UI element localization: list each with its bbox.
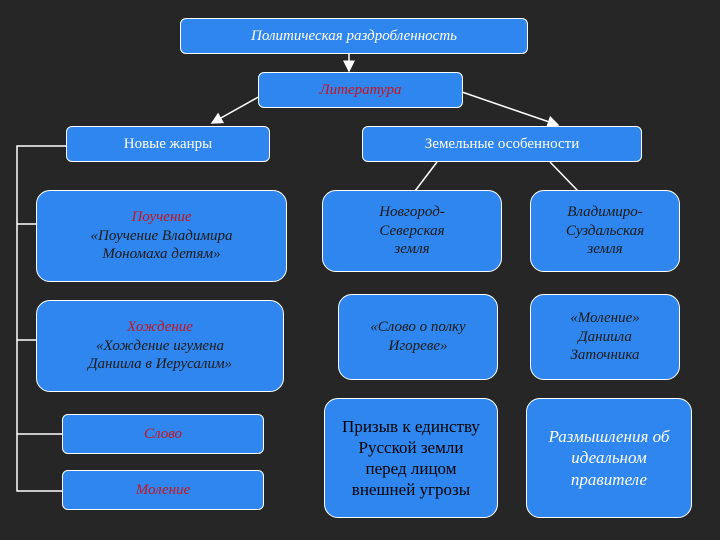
connector-lands-right <box>549 161 579 192</box>
genre-khozhdeniye-work: «Хождение игумена Даниила в Иерусалим» <box>87 337 233 373</box>
idea-ideal-ruler-label: Размышления об идеальном правителе <box>548 427 670 489</box>
genre-khozhdeniye-box: Хождение «Хождение игумена Даниила в Иер… <box>36 300 284 392</box>
arrow-to-genres <box>210 94 263 124</box>
idea-unity-box: Призыв к единству Русской земли перед ли… <box>324 398 498 518</box>
work-slovo-o-polku-box: «Слово о полку Игореве» <box>338 294 498 380</box>
genre-slovo-title: Слово <box>143 425 183 442</box>
political-fragmentation-label: Политическая раздробленность <box>251 27 457 44</box>
work-slovo-o-polku-label: «Слово о полку Игореве» <box>370 319 466 354</box>
idea-ideal-ruler-box: Размышления об идеальном правителе <box>526 398 692 518</box>
genre-poucheniye-work: «Поучение Владимира Мономаха детям» <box>90 227 233 263</box>
new-genres-box: Новые жанры <box>66 126 270 162</box>
genre-poucheniye-box: Поучение «Поучение Владимира Мономаха де… <box>36 190 287 282</box>
idea-unity-label: Призыв к единству Русской земли перед ли… <box>342 416 480 500</box>
connector-lands-left <box>414 161 438 192</box>
land-features-box: Земельные особенности <box>362 126 642 162</box>
genre-moleniye-box: Моление <box>62 470 264 510</box>
literature-label: Литература <box>319 81 402 98</box>
political-fragmentation-box: Политическая раздробленность <box>180 18 528 54</box>
land-vladimir-suzdal-label: Владимиро- Суздальская земля <box>565 203 645 258</box>
work-moleniye-daniila-box: «Моление» Даниила Заточника <box>530 294 680 380</box>
literature-box: Литература <box>258 72 463 108</box>
genres-bracket-line <box>16 145 66 492</box>
land-novgorod-severskaya-label: Новгород- Северская земля <box>379 203 445 258</box>
land-novgorod-severskaya-box: Новгород- Северская земля <box>322 190 502 272</box>
work-moleniye-daniila-label: «Моление» Даниила Заточника <box>570 309 640 364</box>
land-vladimir-suzdal-box: Владимиро- Суздальская земля <box>530 190 680 272</box>
genre-khozhdeniye-title: Хождение <box>127 318 193 335</box>
genre-slovo-box: Слово <box>62 414 264 454</box>
arrow-to-lands <box>461 91 560 128</box>
genre-moleniye-title: Моление <box>135 481 191 498</box>
land-features-label: Земельные особенности <box>424 135 580 152</box>
genre-poucheniye-title: Поучение <box>131 208 192 225</box>
new-genres-label: Новые жанры <box>123 135 213 152</box>
